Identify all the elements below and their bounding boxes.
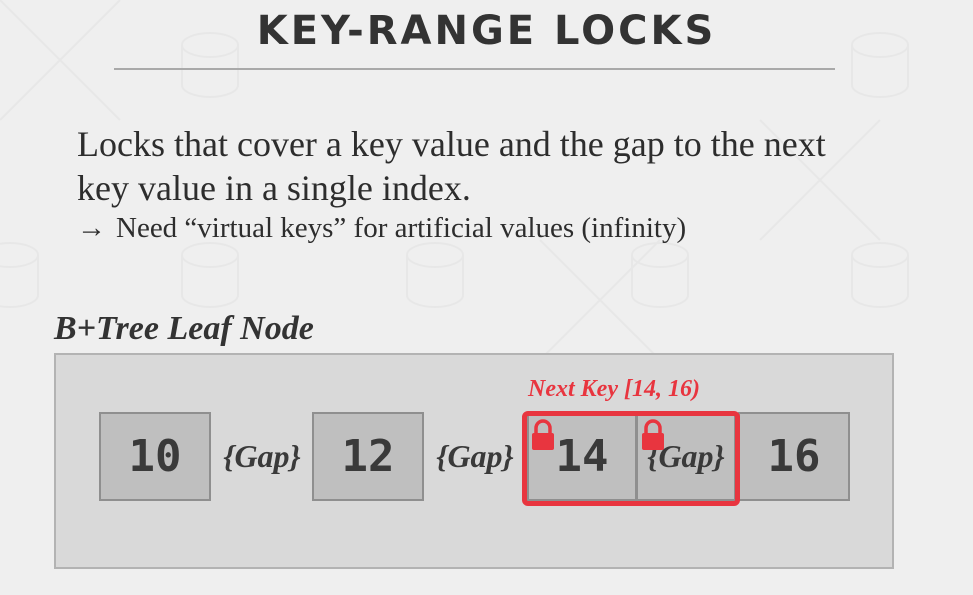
- gap-cell: {Gap}: [436, 438, 514, 474]
- gap-cell: {Gap}: [223, 438, 301, 474]
- lock-icon: [642, 419, 664, 450]
- gap-cell-locked: {Gap}: [636, 412, 736, 501]
- slide-title: KEY-RANGE LOCKS: [256, 8, 717, 54]
- key-cell: 10: [99, 412, 211, 501]
- next-key-highlight: [522, 411, 740, 506]
- key-cell: 16: [738, 412, 850, 501]
- arrow-icon: →: [77, 212, 106, 244]
- key-cell-locked: 14: [527, 412, 637, 501]
- sub-bullet: → Need “virtual keys” for artificial valu…: [77, 210, 857, 246]
- main-bullet: Locks that cover a key value and the gap…: [77, 124, 826, 208]
- next-key-label: Next Key [14, 16): [528, 376, 700, 402]
- key-cell: 12: [312, 412, 424, 501]
- sub-bullet-text: Need “virtual keys” for artificial value…: [116, 212, 687, 244]
- title-divider: [114, 68, 835, 70]
- lock-icon: [532, 419, 554, 450]
- diagram-label: B+Tree Leaf Node: [54, 310, 314, 347]
